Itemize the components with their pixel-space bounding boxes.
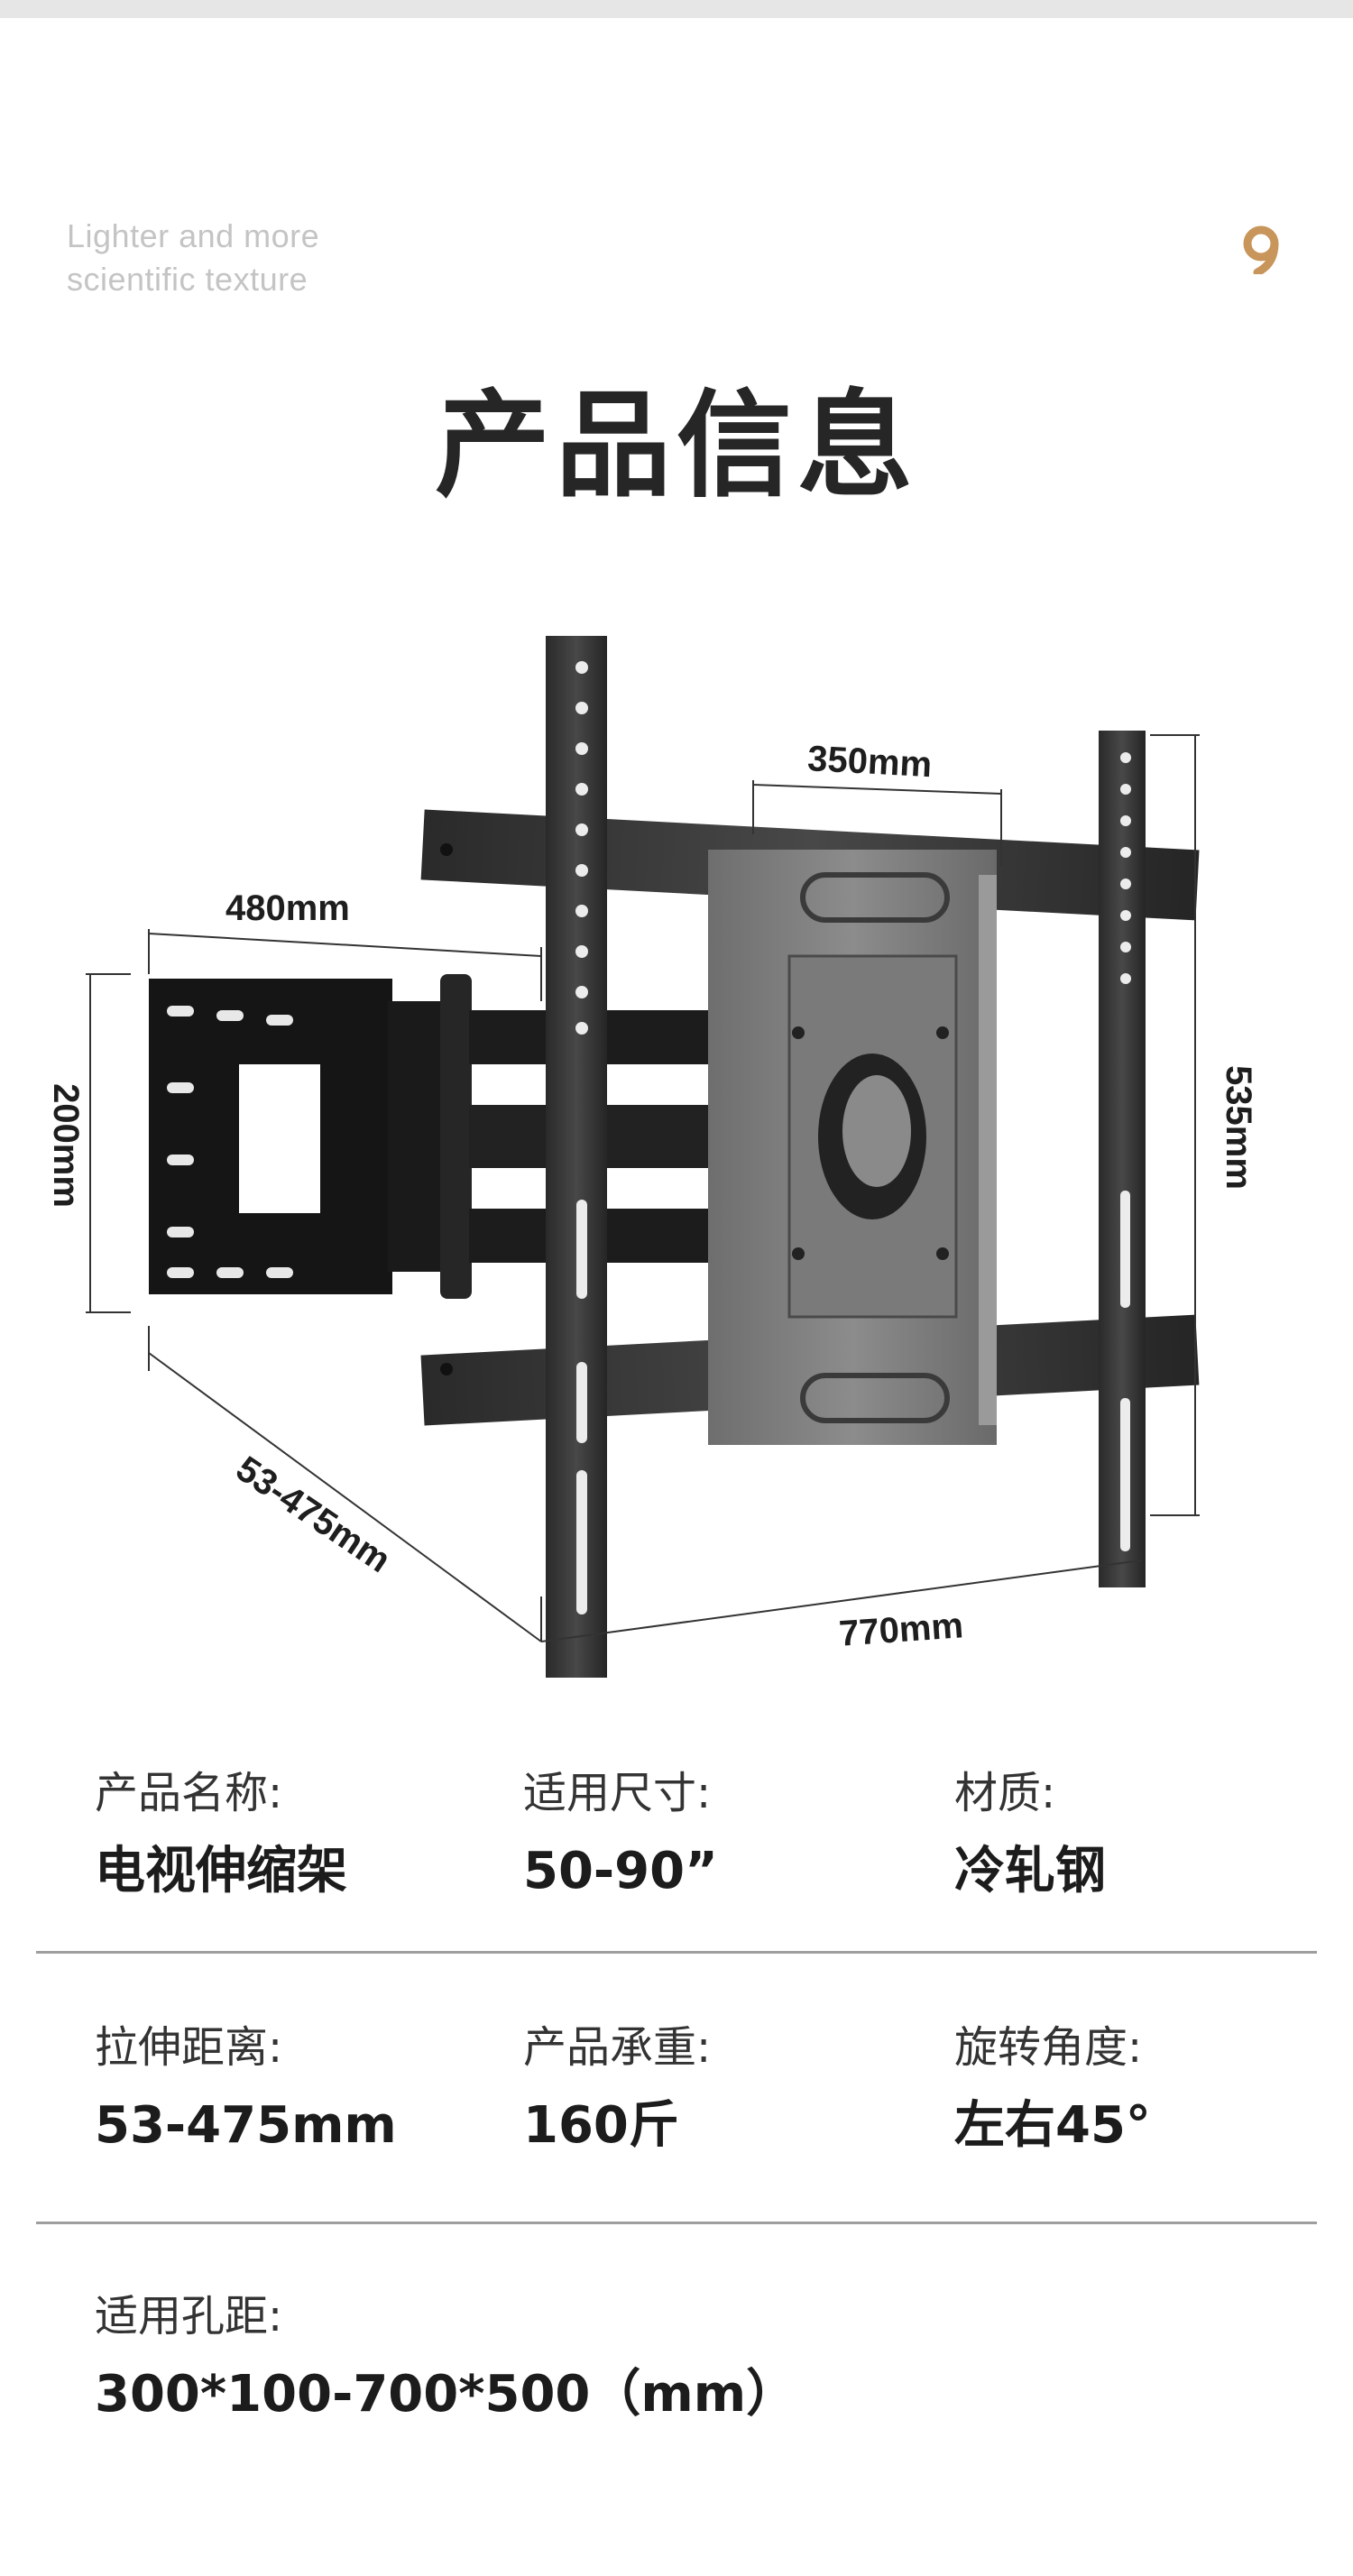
spec-hole-spacing: 适用孔距: 300*100-700*500（mm）	[95, 2289, 1267, 2426]
divider	[36, 1951, 1317, 1954]
wall-plate	[149, 979, 392, 1294]
spec-product-name: 产品名称: 电视伸缩架	[95, 1766, 519, 1903]
spec-label: 旋转角度:	[954, 2022, 1143, 2073]
dimension-lines	[86, 734, 1200, 1642]
spec-value: 电视伸缩架	[95, 1842, 347, 1900]
dim-extension: 53-475mm	[229, 1449, 398, 1580]
page-title: 产品信息	[434, 379, 918, 513]
spec-label: 拉伸距离:	[95, 2022, 283, 2073]
vertical-strap-left	[546, 636, 607, 1678]
spec-label: 产品名称:	[95, 1768, 283, 1818]
dim-arm-height: 200mm	[46, 1083, 86, 1208]
spec-row-1: 产品名称: 电视伸缩架 适用尺寸: 50-90” 材质: 冷轧钢	[36, 1766, 1317, 2019]
dim-vesa-width: 350mm	[806, 739, 933, 785]
spec-row-2: 拉伸距离: 53-475mm 产品承重: 160斤 旋转角度: 左右45°	[36, 2020, 1317, 2273]
dim-arm-width: 480mm	[226, 888, 350, 928]
spec-value: 50-90”	[523, 1842, 718, 1900]
vertical-strap-right	[1099, 731, 1146, 1587]
tagline-line-1: Lighter and more	[67, 217, 320, 254]
spec-value: 300*100-700*500（mm）	[95, 2365, 797, 2424]
spec-material: 材质: 冷轧钢	[954, 1766, 1353, 1903]
top-strip	[0, 0, 1353, 18]
spec-value: 160斤	[523, 2096, 679, 2155]
center-mount-plate	[708, 850, 997, 1445]
spec-value: 53-475mm	[95, 2096, 397, 2155]
spec-label: 适用尺寸:	[523, 1768, 712, 1818]
tagline-line-2: scientific texture	[67, 261, 308, 298]
spec-value: 左右45°	[954, 2096, 1151, 2155]
spec-label: 材质:	[954, 1768, 1056, 1818]
spec-extension: 拉伸距离: 53-475mm	[95, 2020, 519, 2157]
tagline: Lighter and more scientific texture	[67, 215, 428, 301]
divider	[36, 2222, 1317, 2224]
dim-vesa-height: 535mm	[1219, 1065, 1258, 1190]
spec-screen-size: 适用尺寸: 50-90”	[523, 1766, 947, 1903]
spec-label: 适用孔距:	[95, 2291, 283, 2341]
spec-value: 冷轧钢	[954, 1842, 1106, 1900]
gold-ring-logo-icon	[1243, 225, 1279, 274]
tv-mount-diagram: 350mm 480mm 200mm 535mm 53-475mm 770mm	[46, 636, 1258, 1678]
spec-load-capacity: 产品承重: 160斤	[523, 2020, 947, 2157]
spec-row-3: 适用孔距: 300*100-700*500（mm）	[36, 2289, 1317, 2542]
spec-rotation: 旋转角度: 左右45°	[954, 2020, 1353, 2157]
spec-label: 产品承重:	[523, 2022, 712, 2073]
dim-total-width: 770mm	[838, 1605, 965, 1654]
